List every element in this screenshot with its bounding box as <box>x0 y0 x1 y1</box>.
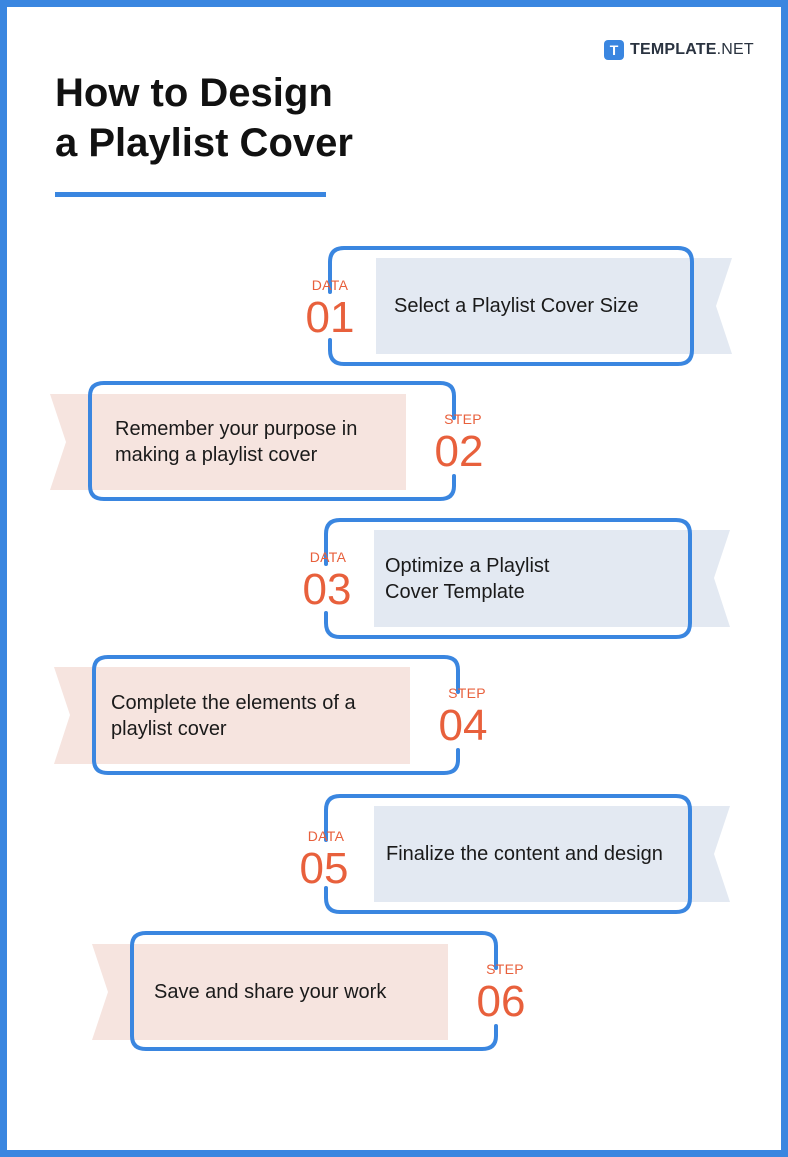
step-01-text: Select a Playlist Cover Size <box>394 295 639 317</box>
step-04-tag: STEP <box>448 685 486 701</box>
title-line-1: How to Design <box>55 71 333 115</box>
step-03-text: Optimize a Playlist Cover Template <box>385 554 550 603</box>
page-title: How to Design a Playlist Cover <box>55 68 475 168</box>
step-05-text: Finalize the content and design <box>386 843 663 865</box>
brand-name: TEMPLATE.NET <box>630 41 754 59</box>
step-03-number: 03 <box>302 565 352 614</box>
brand-name-bold: TEMPLATE <box>630 41 717 58</box>
title-underline <box>55 192 326 197</box>
step-03-tag: DATA <box>309 549 347 565</box>
step-04-text: Complete the elements of a playlist cove… <box>111 691 356 740</box>
step-06-text: Save and share your work <box>154 981 387 1003</box>
step-05-tag: DATA <box>307 828 345 844</box>
brand-logo: T TEMPLATE.NET <box>604 40 754 60</box>
step-06-number: 06 <box>476 977 526 1026</box>
step-05-number: 05 <box>299 844 349 893</box>
step-02-tag: STEP <box>444 411 482 427</box>
step-02-text: Remember your purpose in making a playli… <box>115 418 358 466</box>
brand-name-rest: .NET <box>716 41 754 58</box>
step-04-number: 04 <box>438 701 488 750</box>
template-logo-icon: T <box>604 40 624 60</box>
step-01-tag: DATA <box>311 277 349 293</box>
step-01-number: 01 <box>305 293 355 342</box>
title-line-2: a Playlist Cover <box>55 121 353 165</box>
step-06-tag: STEP <box>486 961 524 977</box>
step-02-number: 02 <box>434 427 484 476</box>
